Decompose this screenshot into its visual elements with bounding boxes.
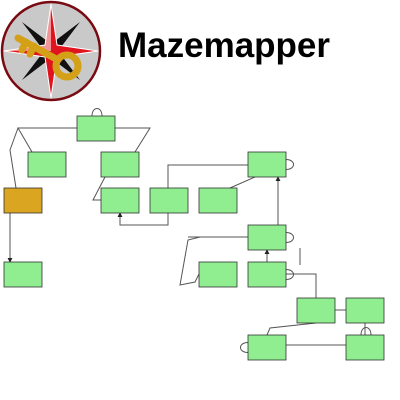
edge-r2-r5 [92,176,106,201]
key-bow [52,51,82,81]
edge-r0-r2 [115,127,151,153]
edge-layer [7,127,366,346]
room-r14[interactable] [247,334,287,361]
self-loop-r0 [91,108,103,117]
room-r7[interactable] [198,187,238,214]
room-r4[interactable] [3,261,43,288]
key-icon [14,34,62,64]
room-r2[interactable] [100,151,140,178]
edge-r13-r14 [266,322,317,336]
edge-r6-r8 [167,164,248,188]
compass-key-logo-icon [0,0,102,102]
room-r6[interactable] [149,187,189,214]
room-r10[interactable] [198,261,238,288]
logo-star-red-highlight [4,4,51,51]
self-loop-r8 [285,159,294,170]
room-r15[interactable] [345,334,385,361]
room-r1[interactable] [27,151,67,178]
self-loop-r9 [285,232,294,243]
room-r9[interactable] [247,224,287,251]
room-r11[interactable] [247,261,287,288]
self-loop-r14 [240,342,249,353]
room-r3-current[interactable] [3,187,43,214]
edge-r10-r11 [179,236,201,286]
edge-r6-r5 [117,212,169,226]
edge-r0-r1 [17,127,77,153]
room-r5[interactable] [100,187,140,214]
room-r12[interactable] [296,297,336,324]
self-loop-layer [91,108,372,353]
self-loop-r15 [360,327,372,336]
room-layer [3,115,385,361]
room-r0[interactable] [76,115,116,142]
edge-r7-r8 [229,176,256,189]
edge-r15-r16 [286,273,317,298]
app-title: Mazemapper [118,26,331,65]
room-r13[interactable] [345,297,385,324]
edge-r0-r3 [9,127,19,189]
room-r8[interactable] [247,151,287,178]
self-loop-r11 [285,269,294,280]
